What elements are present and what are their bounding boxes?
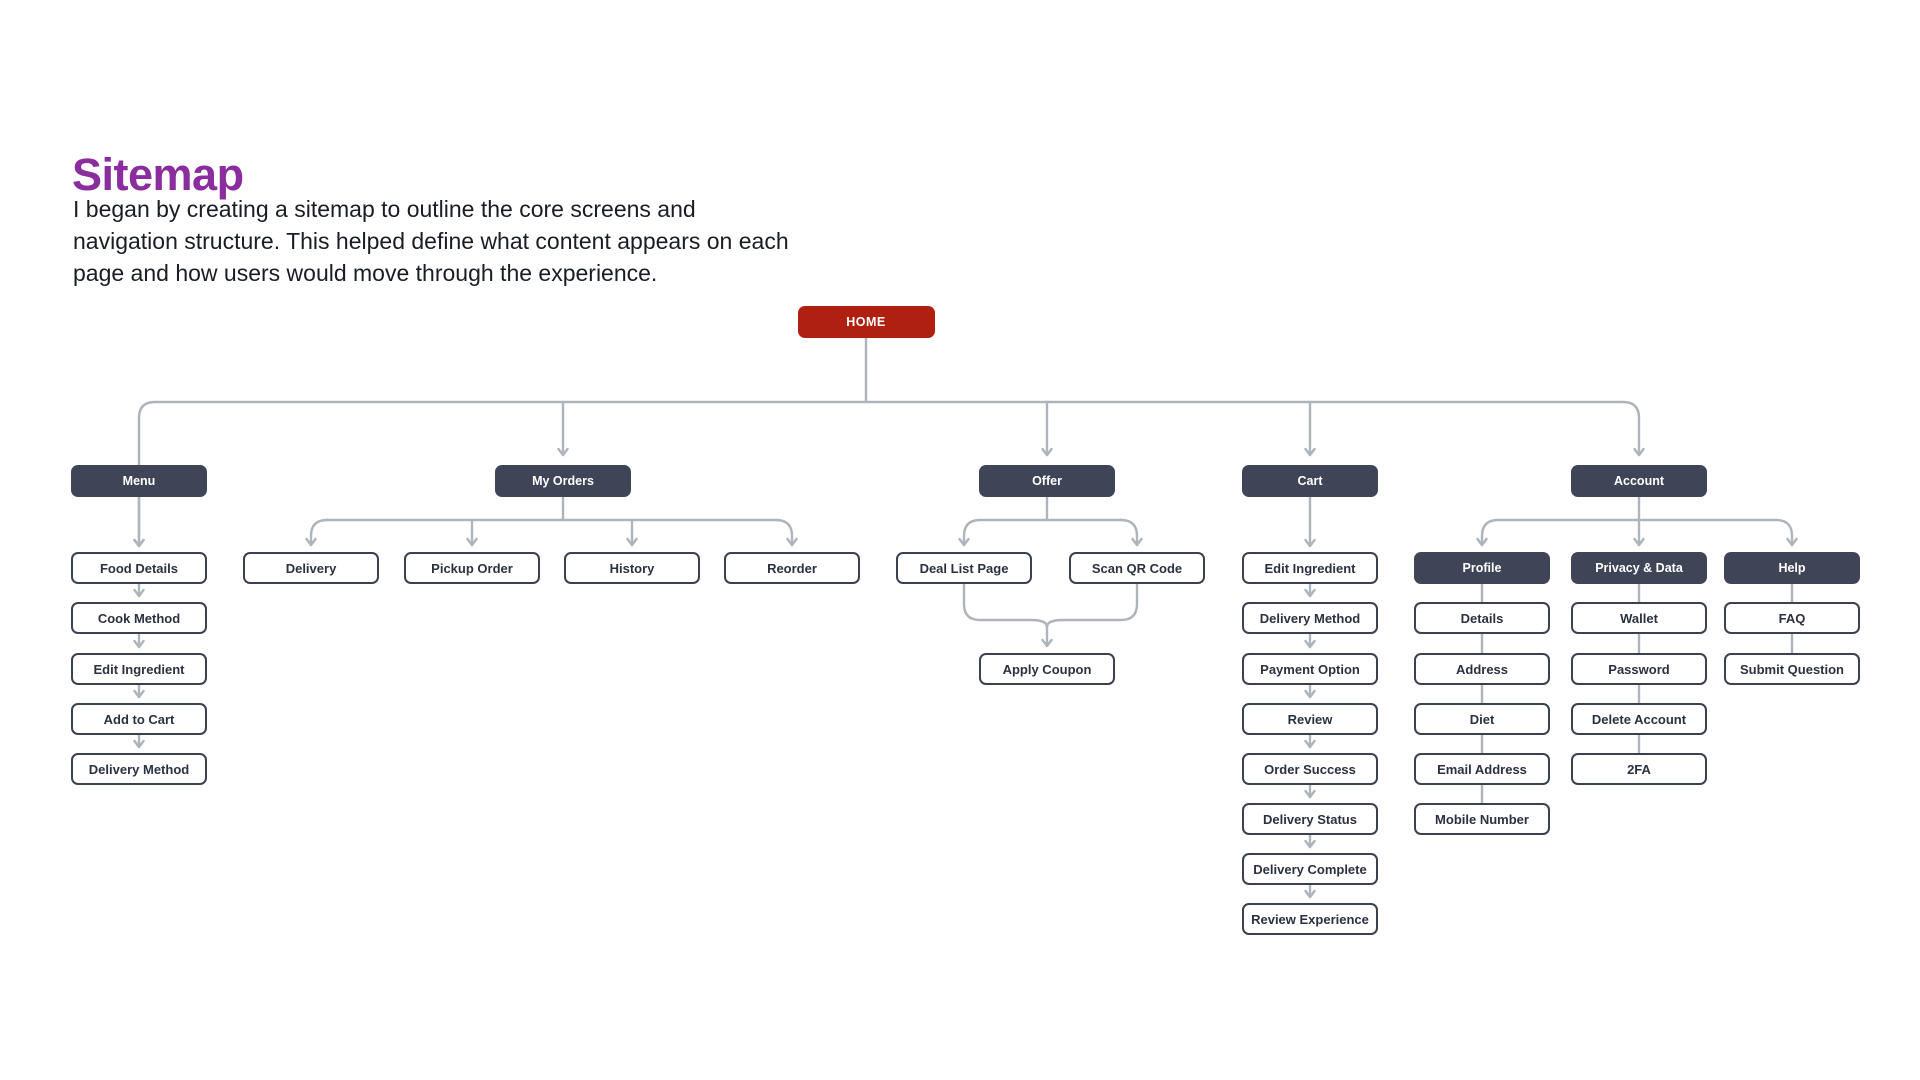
node-password: Password — [1571, 653, 1707, 685]
connector-line — [1045, 582, 1139, 629]
node-cook-method: Cook Method — [71, 602, 207, 634]
node-email-address: Email Address — [1414, 753, 1550, 785]
node-delete-account: Delete Account — [1571, 703, 1707, 735]
page-title: Sitemap — [72, 149, 244, 201]
node-menu-delivery-method: Delivery Method — [71, 753, 207, 785]
node-cart-edit-ingredient: Edit Ingredient — [1242, 552, 1378, 584]
node-food-details: Food Details — [71, 552, 207, 584]
node-2fa: 2FA — [1571, 753, 1707, 785]
connector-arrow — [774, 518, 798, 547]
node-apply-coupon: Apply Coupon — [979, 653, 1115, 685]
node-details: Details — [1414, 602, 1550, 634]
node-faq: FAQ — [1724, 602, 1860, 634]
node-help: Help — [1724, 552, 1860, 584]
node-submit-question: Submit Question — [1724, 653, 1860, 685]
node-scan-qr-code: Scan QR Code — [1069, 552, 1205, 584]
node-pickup-order: Pickup Order — [404, 552, 540, 584]
node-add-to-cart: Add to Cart — [71, 703, 207, 735]
node-account: Account — [1571, 465, 1707, 497]
connector-arrow — [1621, 400, 1645, 457]
page-description-line: page and how users would move through th… — [73, 260, 658, 286]
node-offer: Offer — [979, 465, 1115, 497]
connector-arrow — [958, 518, 982, 547]
node-delivery-complete: Delivery Complete — [1242, 853, 1378, 885]
page-description-line: navigation structure. This helped define… — [73, 228, 789, 254]
node-reorder: Reorder — [724, 552, 860, 584]
node-deal-list-page: Deal List Page — [896, 552, 1032, 584]
node-privacy-data: Privacy & Data — [1571, 552, 1707, 584]
connector-arrow — [1119, 518, 1143, 547]
node-order-success: Order Success — [1242, 753, 1378, 785]
node-my-orders: My Orders — [495, 465, 631, 497]
node-menu: Menu — [71, 465, 207, 497]
node-delivery-status: Delivery Status — [1242, 803, 1378, 835]
node-profile: Profile — [1414, 552, 1550, 584]
connector-arrow — [305, 518, 329, 547]
node-cart: Cart — [1242, 465, 1378, 497]
connector-line — [962, 582, 1049, 629]
connector-arrow — [1476, 518, 1500, 547]
node-address: Address — [1414, 653, 1550, 685]
node-home: HOME — [797, 306, 935, 338]
node-history: History — [564, 552, 700, 584]
node-review-experience: Review Experience — [1242, 903, 1378, 935]
node-wallet: Wallet — [1571, 602, 1707, 634]
node-review: Review — [1242, 703, 1378, 735]
node-diet: Diet — [1414, 703, 1550, 735]
connector-arrow — [1774, 518, 1798, 547]
node-menu-edit-ingredient: Edit Ingredient — [71, 653, 207, 685]
node-mobile-number: Mobile Number — [1414, 803, 1550, 835]
node-payment-option: Payment Option — [1242, 653, 1378, 685]
node-cart-delivery-method: Delivery Method — [1242, 602, 1378, 634]
page-description-line: I began by creating a sitemap to outline… — [73, 196, 696, 222]
node-delivery: Delivery — [243, 552, 379, 584]
page-description: I began by creating a sitemap to outline… — [73, 193, 933, 289]
